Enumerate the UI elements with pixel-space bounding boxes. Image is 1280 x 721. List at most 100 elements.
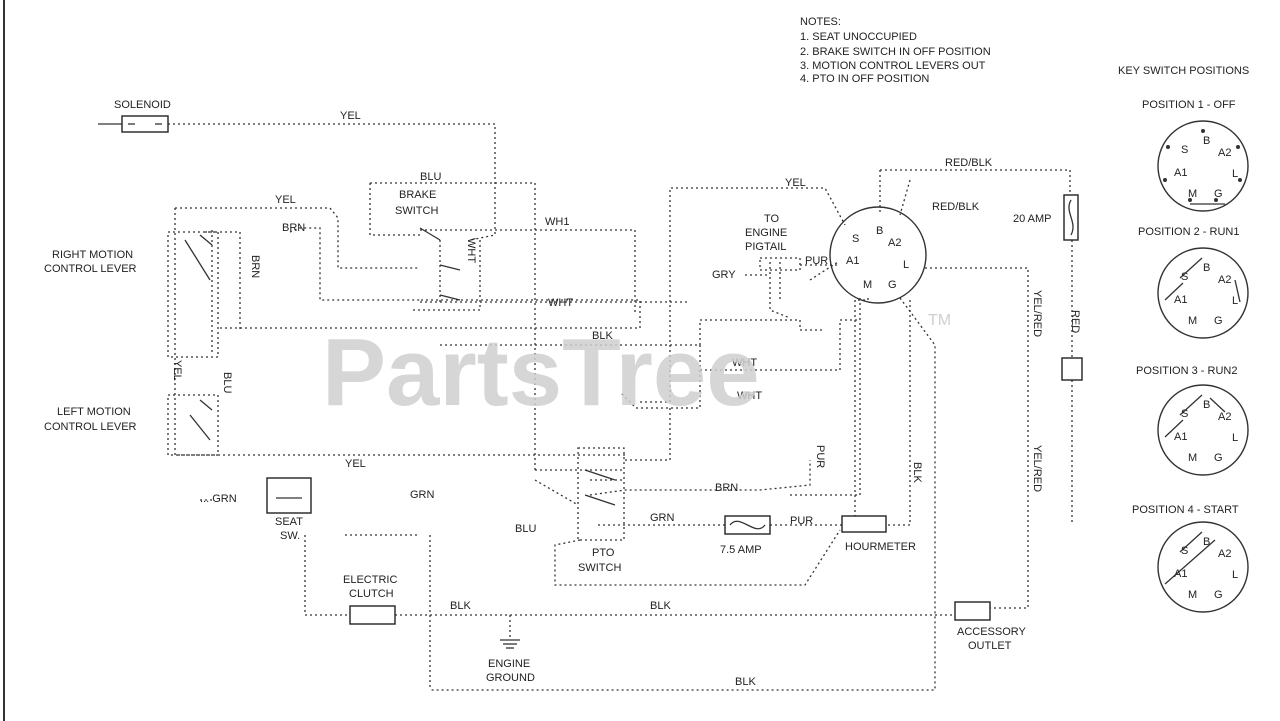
fuse-20-label: 20 AMP: [1013, 213, 1052, 225]
term-b: B: [1203, 135, 1210, 147]
term-l: L: [1232, 295, 1238, 307]
term-g: G: [1214, 188, 1223, 200]
key-position-4: S B A1 A2 L M G: [1157, 521, 1249, 613]
term-s: S: [1181, 271, 1188, 283]
note-1: 1. SEAT UNOCCUPIED: [800, 31, 917, 43]
term-a2: A2: [1218, 411, 1231, 423]
wire-label: BLK: [911, 462, 923, 483]
wire-label: YEL: [340, 110, 361, 122]
brake-switch-label-2: SWITCH: [395, 205, 438, 217]
accessory-outlet-label-1: ACCESSORY: [957, 626, 1027, 638]
fuse-7-5a: [724, 515, 771, 535]
ignition-switch: [829, 206, 927, 304]
note-2: 2. BRAKE SWITCH IN OFF POSITION: [800, 46, 991, 58]
right-lever-label-1: RIGHT MOTION: [52, 249, 133, 261]
wire-label: BRN: [249, 255, 261, 278]
key-position-1: S B A1 A2 L M G: [1157, 120, 1249, 212]
term-a2: A2: [1218, 147, 1231, 159]
left-lever-switch: [167, 394, 219, 456]
note-3: 3. MOTION CONTROL LEVERS OUT: [800, 60, 986, 72]
pto-switch-label-2: SWITCH: [578, 562, 621, 574]
inline-connector: [1061, 357, 1083, 381]
note-4: 4. PTO IN OFF POSITION: [800, 73, 929, 85]
wire-label: GRY: [712, 269, 736, 281]
term-b: B: [1203, 536, 1210, 548]
pto-switch-symbol: [577, 447, 625, 541]
wire-label: WHT: [732, 357, 757, 369]
key-position-4-label: POSITION 4 - START: [1132, 504, 1239, 516]
left-lever-label-2: CONTROL LEVER: [44, 421, 137, 433]
wire-label: WHT: [548, 297, 573, 309]
term-m: M: [1188, 188, 1197, 200]
brake-switch-symbol: [419, 227, 461, 301]
wire-label: WHT: [465, 238, 477, 263]
fuse-20a: [1063, 194, 1079, 241]
accessory-outlet-label-2: OUTLET: [968, 640, 1012, 652]
wire-label: GRN: [410, 489, 435, 501]
term-b: B: [1203, 399, 1210, 411]
wire-label: GRN: [650, 512, 675, 524]
wire-label: PUR: [790, 515, 813, 527]
wire-label: RED/BLK: [945, 157, 993, 169]
wire-label: WH1: [545, 216, 569, 228]
seat-switch-symbol: [266, 477, 312, 514]
key-position-3: S B A1 A2 L M G: [1157, 384, 1249, 476]
clutch-symbol: [349, 605, 396, 625]
wire-labels: YEL BLU YEL BRN WH1 WHT BLK WHT WHT YEL …: [171, 110, 1081, 688]
notes-title: NOTES:: [800, 16, 841, 28]
wire-label: ... GRN: [200, 493, 237, 505]
term-a1: A1: [1174, 431, 1187, 443]
ign-term-s: S: [852, 233, 859, 245]
solenoid-label: SOLENOID: [114, 99, 171, 111]
term-l: L: [1232, 168, 1238, 180]
term-m: M: [1188, 315, 1197, 327]
term-s: S: [1181, 408, 1188, 420]
wire-label: YEL: [785, 177, 806, 189]
engine-ground-label-1: ENGINE: [488, 658, 530, 670]
pigtail-connector: [759, 257, 801, 271]
key-position-1-label: POSITION 1 - OFF: [1142, 99, 1236, 111]
key-switch-title: KEY SWITCH POSITIONS: [1118, 65, 1249, 77]
wire-label: YEL/RED: [1031, 290, 1043, 337]
key-position-2-label: POSITION 2 - RUN1: [1138, 226, 1239, 238]
seat-switch-label-1: SEAT: [275, 516, 303, 528]
wire-label: YEL: [275, 194, 296, 206]
pigtail-label-2: ENGINE: [745, 227, 787, 239]
wire-label: YEL: [345, 458, 366, 470]
seat-switch-label-2: SW.: [280, 530, 300, 542]
wire-label: BRN: [715, 482, 738, 494]
term-l: L: [1232, 432, 1238, 444]
left-lever-label-1: LEFT MOTION: [57, 406, 131, 418]
term-b: B: [1203, 262, 1210, 274]
clutch-label-2: CLUTCH: [349, 588, 394, 600]
pigtail-label-1: TO: [764, 213, 780, 225]
wire-label: PUR: [805, 255, 828, 267]
term-a1: A1: [1174, 294, 1187, 306]
accessory-outlet-symbol: [954, 601, 991, 621]
watermark-tm: TM: [928, 312, 951, 329]
watermark: PartsTree: [322, 319, 760, 426]
engine-ground-label-2: GROUND: [486, 672, 535, 684]
wire-label: BLU: [420, 171, 441, 183]
wire-label: BLK: [450, 600, 471, 612]
wire-label: RED: [1069, 310, 1081, 333]
term-a1: A1: [1174, 167, 1187, 179]
term-l: L: [1232, 569, 1238, 581]
term-a2: A2: [1218, 274, 1231, 286]
wire-label: RED/BLK: [932, 201, 980, 213]
term-a1: A1: [1174, 568, 1187, 580]
pto-switch-label-1: PTO: [592, 547, 615, 559]
hourmeter-label: HOURMETER: [845, 541, 916, 553]
wire-label: BLU: [221, 372, 233, 393]
solenoid-symbol: [121, 115, 169, 133]
term-m: M: [1188, 452, 1197, 464]
brake-switch-label-1: BRAKE: [399, 189, 436, 201]
term-s: S: [1181, 545, 1188, 557]
term-g: G: [1214, 315, 1223, 327]
pigtail-label-3: PIGTAIL: [745, 241, 786, 253]
hourmeter-symbol: [841, 515, 887, 533]
term-s: S: [1181, 144, 1188, 156]
wire-label: BRN: [282, 222, 305, 234]
ign-term-b: B: [876, 225, 883, 237]
